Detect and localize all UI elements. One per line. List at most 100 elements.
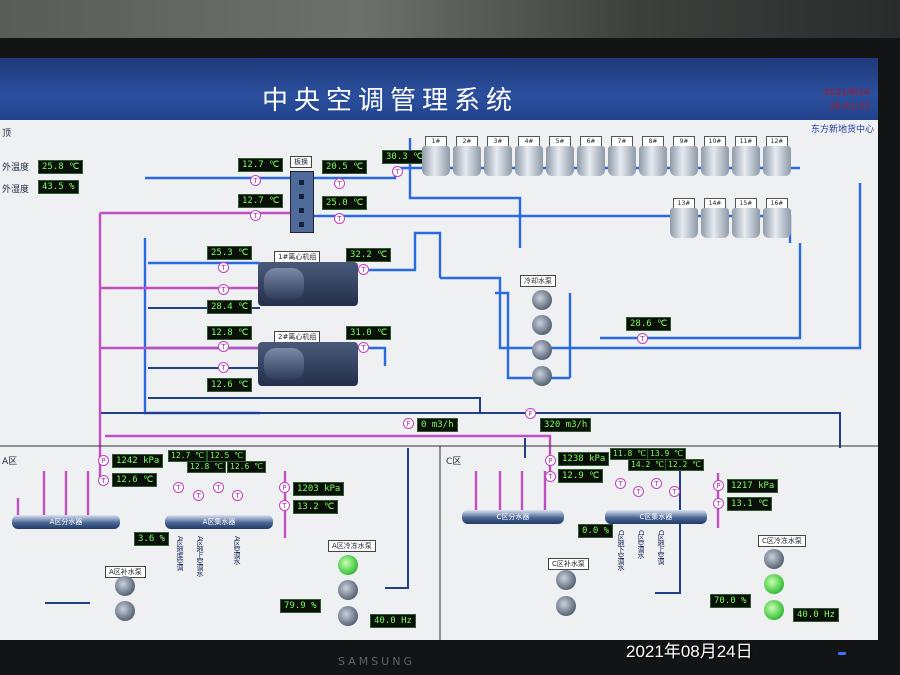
- zone-a-branch-name-3: A区空调水: [233, 536, 241, 564]
- cooling-pump-2[interactable]: [532, 315, 552, 335]
- zone-c-chilled-pump-2[interactable]: [764, 574, 784, 594]
- chiller2-label: 2#离心机组: [274, 331, 321, 343]
- flow-sensor: F: [403, 418, 414, 429]
- chiller1-right-top-temp: 32.2 ℃: [346, 248, 392, 262]
- cooling-tower[interactable]: 10#: [701, 136, 729, 178]
- cooling-tower[interactable]: 7#: [608, 136, 636, 178]
- zone-a-branch-name-1: A区地库空调: [176, 536, 184, 570]
- cooling-tower[interactable]: 6#: [577, 136, 605, 178]
- zone-c-distributor[interactable]: C区分水器: [462, 510, 564, 524]
- zone-c-label: C区: [446, 457, 462, 467]
- time-text: 20:41:53: [829, 102, 870, 112]
- outdoor-humidity-label: 外湿度: [2, 185, 30, 195]
- pressure-sensor: P: [98, 455, 109, 466]
- temp-sensor: T: [193, 490, 204, 501]
- zone-a-chilled-pump-2[interactable]: [338, 580, 358, 600]
- zone-c-branch-temp-2: 14.2 ℃: [628, 459, 668, 471]
- temp-sensor: T: [232, 490, 243, 501]
- cooling-tower[interactable]: 13#: [670, 198, 698, 240]
- temp-sensor: T: [98, 475, 109, 486]
- zone-c-makeup-pump-1[interactable]: [556, 570, 576, 590]
- zone-a-branch-temp-3: 12.5 ℃: [207, 450, 247, 462]
- chiller-1[interactable]: [258, 262, 358, 306]
- zone-a-branch-temp-2: 12.8 ℃: [187, 461, 227, 473]
- flow-right: 320 m3/h: [540, 418, 592, 432]
- pressure-sensor: P: [713, 480, 724, 491]
- cooling-tower[interactable]: 9#: [670, 136, 698, 178]
- zone-c-temp-supply: 12.9 ℃: [558, 469, 604, 483]
- temp-sensor: T: [637, 333, 648, 344]
- zone-a-makeup-pump-1[interactable]: [115, 576, 135, 596]
- temp-sensor: T: [250, 175, 261, 186]
- page-title: 中央空调管理系统: [261, 86, 518, 116]
- flow-sensor: F: [525, 408, 536, 419]
- temp-sensor: T: [218, 341, 229, 352]
- zone-c-chilled-pump-label: C区冷冻水泵: [758, 535, 806, 547]
- cooling-tower[interactable]: 1#: [422, 136, 450, 178]
- zone-a-makeup-pump-label: A区补水泵: [105, 566, 146, 578]
- zone-c-pressure-supply: 1238 kPa: [558, 452, 610, 466]
- plate-hx-label: 板换: [290, 156, 312, 168]
- zone-a-collector[interactable]: A区集水器: [165, 515, 273, 529]
- zone-a-label: A区: [2, 457, 18, 467]
- zone-a-branch-name-2: A区地上空调水: [196, 536, 204, 576]
- temp-sensor: T: [213, 482, 224, 493]
- cooling-tower[interactable]: 16#: [763, 198, 791, 240]
- zone-c-valve-pct: 0.0 %: [578, 524, 614, 538]
- cooling-pump-1[interactable]: [532, 290, 552, 310]
- cooling-tower[interactable]: 4#: [515, 136, 543, 178]
- zone-c-chilled-pump-1[interactable]: [764, 549, 784, 569]
- chiller-2[interactable]: [258, 342, 358, 386]
- zone-c-freq: 40.0 Hz: [793, 608, 839, 622]
- temp-sensor: T: [173, 482, 184, 493]
- temp-sensor: T: [545, 471, 556, 482]
- temp-sensor: T: [218, 284, 229, 295]
- hx-out-right-temp: 25.0 ℃: [322, 196, 368, 210]
- cooling-pump-4[interactable]: [532, 366, 552, 386]
- zone-c-branch-name-1: C区地下空调水: [617, 530, 625, 570]
- section-label: 顶: [2, 129, 12, 139]
- zone-c-collector[interactable]: C区集水器: [605, 510, 707, 524]
- zone-c-makeup-pump-2[interactable]: [556, 596, 576, 616]
- chiller2-right-top-temp: 31.0 ℃: [346, 326, 392, 340]
- temp-sensor: T: [633, 486, 644, 497]
- cooling-tower[interactable]: 2#: [453, 136, 481, 178]
- zone-a-chilled-pump-1[interactable]: [338, 555, 358, 575]
- zone-a-chilled-pump-3[interactable]: [338, 606, 358, 626]
- cooling-tower[interactable]: 12#: [763, 136, 791, 178]
- flow-left: 0 m3/h: [417, 418, 458, 432]
- temp-sensor: T: [392, 166, 403, 177]
- cooling-tower[interactable]: 5#: [546, 136, 574, 178]
- temp-sensor: T: [713, 498, 724, 509]
- cooling-pump-3[interactable]: [532, 340, 552, 360]
- temp-sensor: T: [250, 210, 261, 221]
- date-text: 2021/8/24: [823, 88, 870, 98]
- zone-c-branch-name-3: C区地上空调: [657, 530, 665, 564]
- cooling-tower[interactable]: 14#: [701, 198, 729, 240]
- outdoor-humidity-value: 43.5 %: [38, 180, 79, 194]
- zone-c-branch-name-2: C区空调水: [637, 530, 645, 558]
- zone-a-pressure-supply: 1242 kPa: [112, 454, 164, 468]
- hx-in-right-temp: 20.5 ℃: [322, 160, 368, 174]
- zone-a-temp-return: 13.2 ℃: [293, 500, 339, 514]
- cooling-tower[interactable]: 15#: [732, 198, 760, 240]
- zone-c-temp-return: 13.1 ℃: [727, 497, 773, 511]
- temp-sensor: T: [334, 213, 345, 224]
- title-bar: 中央空调管理系统 2021/8/24 20:41:53: [0, 58, 878, 120]
- chiller2-left-top-temp: 12.8 ℃: [207, 326, 253, 340]
- zone-a-makeup-pump-2[interactable]: [115, 601, 135, 621]
- chiller2-left-bottom-temp: 12.6 ℃: [207, 378, 253, 392]
- zone-a-distributor[interactable]: A区分水器: [12, 515, 120, 529]
- temp-sensor: T: [358, 342, 369, 353]
- cooling-tower[interactable]: 11#: [732, 136, 760, 178]
- cooling-tower[interactable]: 8#: [639, 136, 667, 178]
- cooling-tower[interactable]: 3#: [484, 136, 512, 178]
- hx-in-left-temp: 12.7 ℃: [238, 158, 284, 172]
- temp-sensor: T: [358, 264, 369, 275]
- chiller1-left-bottom-temp: 28.4 ℃: [207, 300, 253, 314]
- zone-c-pressure-return: 1217 kPa: [727, 479, 779, 493]
- zone-c-valve2-pct: 70.0 %: [710, 594, 751, 608]
- zone-c-chilled-pump-3[interactable]: [764, 600, 784, 620]
- zone-a-freq: 40.0 Hz: [370, 614, 416, 628]
- scada-screen: 中央空调管理系统 2021/8/24 20:41:53 东方新地货中心 顶 外温…: [0, 58, 878, 640]
